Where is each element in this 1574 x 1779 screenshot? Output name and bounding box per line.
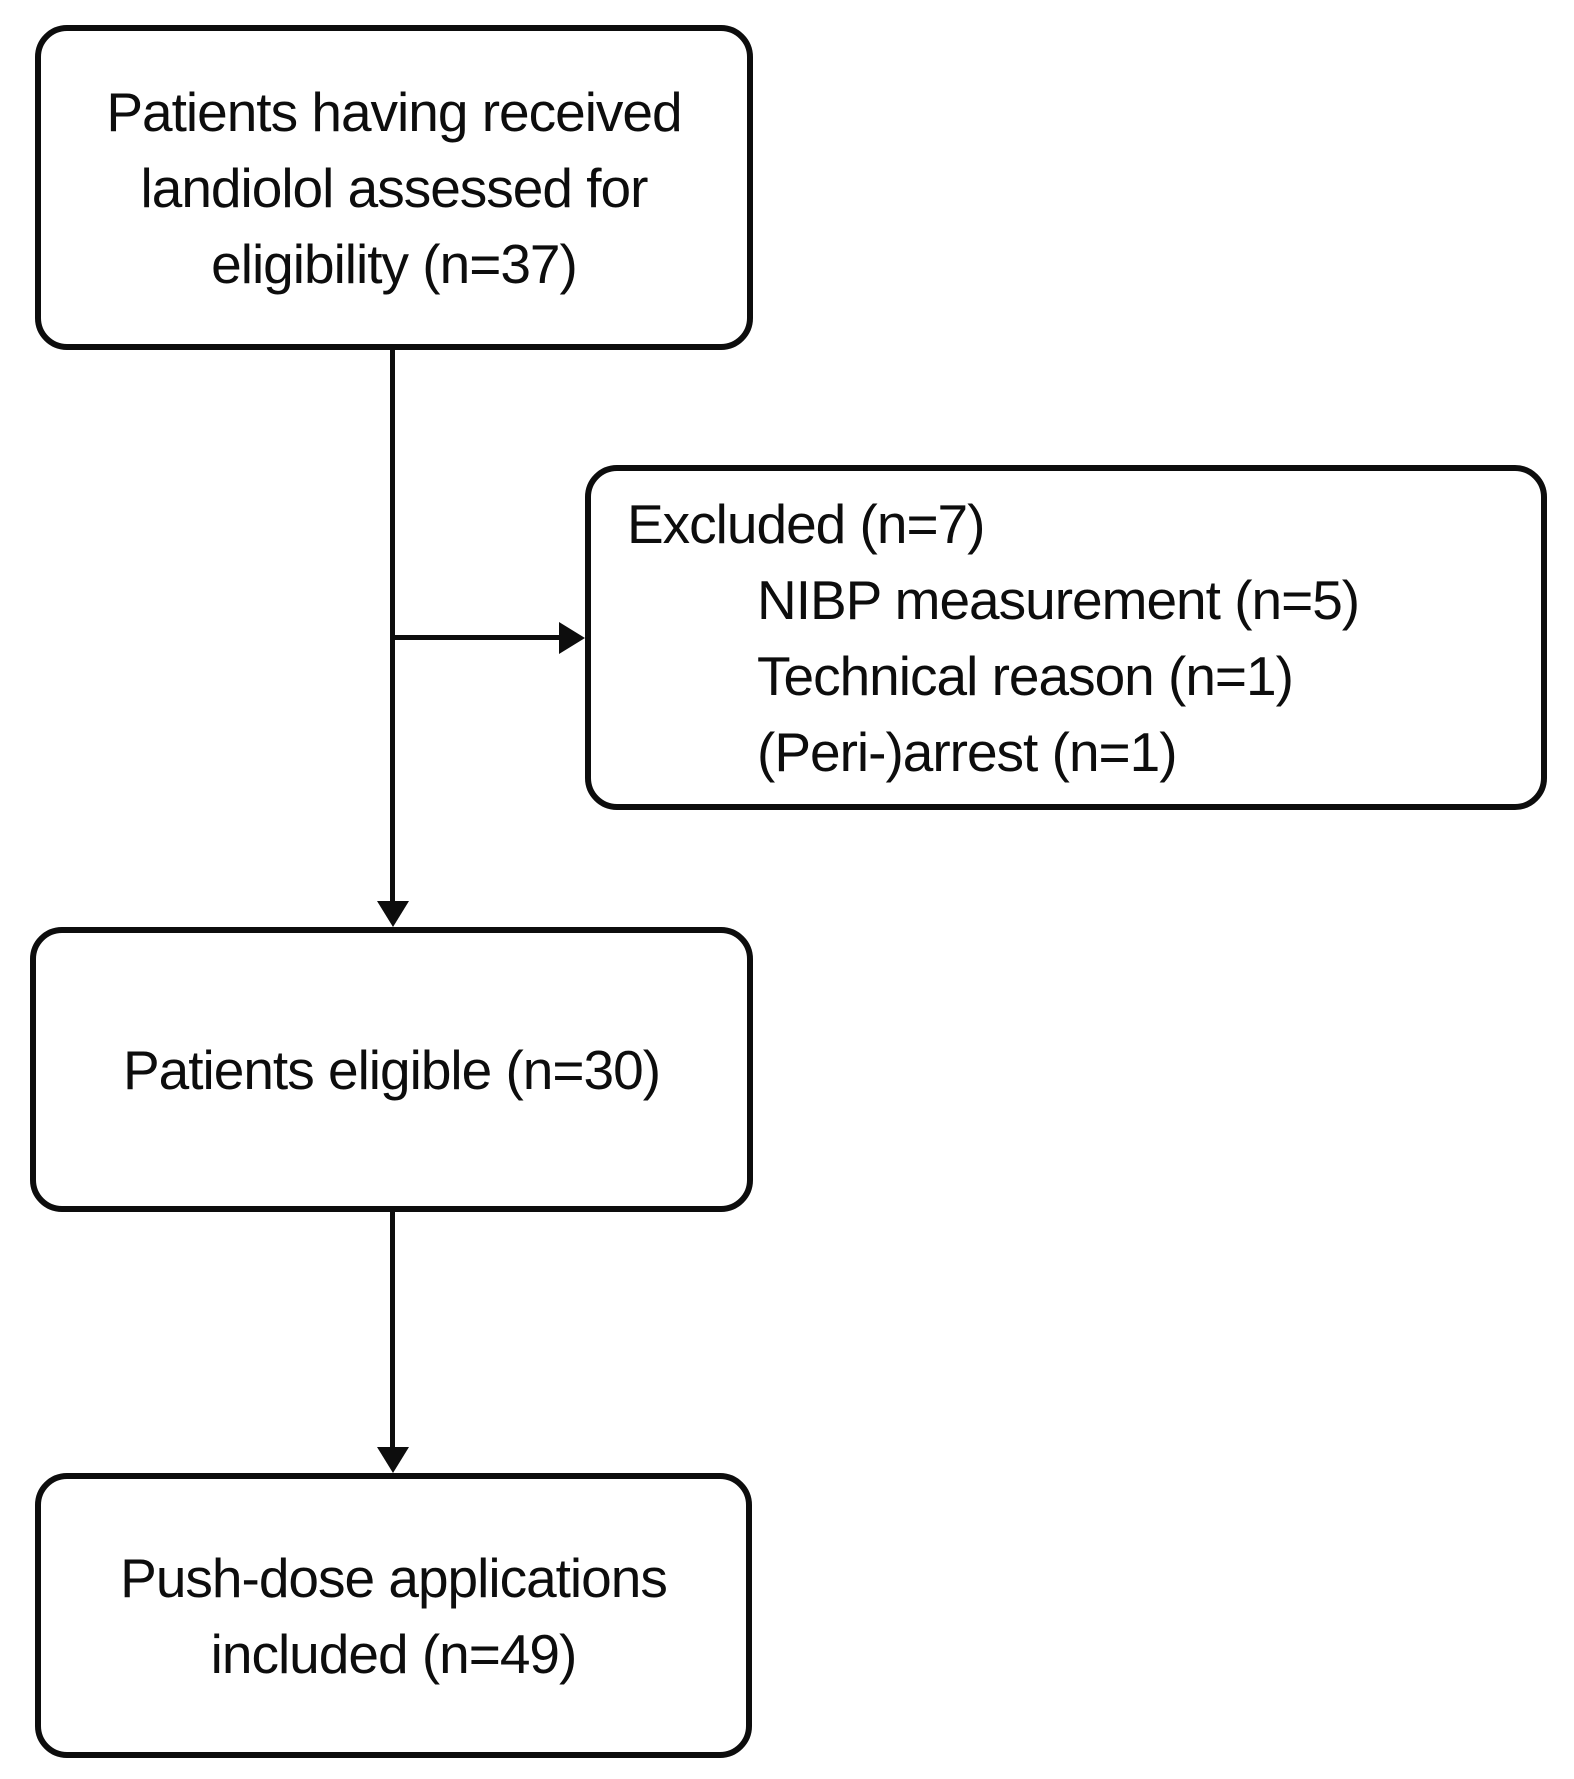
box-patients-assessed: Patients having received landiolol asses… xyxy=(35,25,753,350)
excluded-item-technical: Technical reason (n=1) xyxy=(757,644,1294,707)
connector-eligible-to-included xyxy=(390,1212,395,1447)
eligible-label: Patients eligible (n=30) xyxy=(122,1038,661,1101)
excluded-item-nibp: NIBP measurement (n=5) xyxy=(757,568,1360,631)
included-line-1: Push-dose applications xyxy=(120,1546,668,1609)
assessed-line-1: Patients having received xyxy=(106,80,682,143)
included-line-2: included (n=49) xyxy=(210,1622,578,1685)
connector-assessed-to-eligible xyxy=(390,350,395,901)
assessed-line-3: eligibility (n=37) xyxy=(211,232,578,295)
arrowhead-right-icon xyxy=(559,622,585,654)
arrowhead-down-icon xyxy=(377,1447,409,1473)
excluded-title: Excluded (n=7) xyxy=(627,492,985,555)
box-excluded: Excluded (n=7) NIBP measurement (n=5) Te… xyxy=(585,465,1547,810)
arrowhead-down-icon xyxy=(377,901,409,927)
box-patients-eligible: Patients eligible (n=30) xyxy=(30,927,753,1212)
excluded-item-periarrest: (Peri-)arrest (n=1) xyxy=(757,720,1178,783)
assessed-line-2: landiolol assessed for xyxy=(140,156,649,219)
connector-branch-to-excluded xyxy=(393,635,559,640)
box-pushdose-included: Push-dose applications included (n=49) xyxy=(35,1473,752,1758)
